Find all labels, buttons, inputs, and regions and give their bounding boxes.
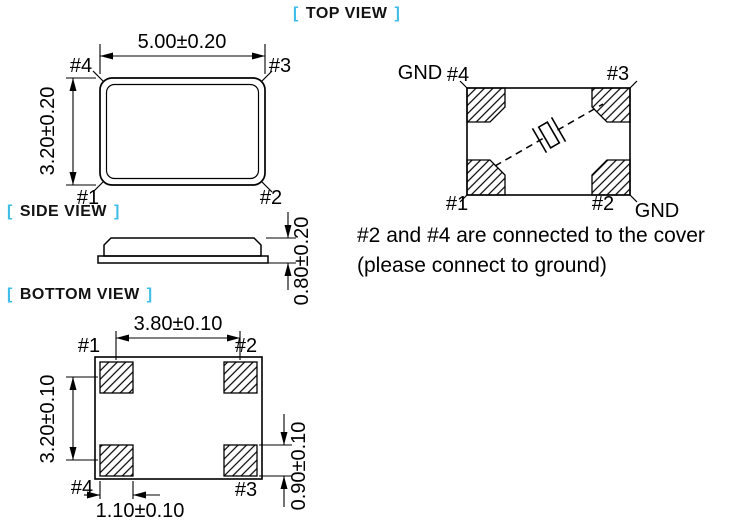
bottom-pad-3 <box>223 444 258 477</box>
side-view-height-dimension-lines <box>266 212 296 290</box>
close-bracket: ] <box>394 5 401 22</box>
bottom-view-pitch-x-dimension-lines <box>115 331 241 360</box>
bottom-view-body-outline <box>94 356 263 480</box>
top-view-corner-ticks <box>92 70 273 193</box>
top-view-body-outline <box>99 77 266 186</box>
open-bracket: [ <box>293 5 299 22</box>
grounding-note: #2 and #4 are connected to the cover (pl… <box>357 221 705 281</box>
top-view-pin-4-label: #4 <box>70 55 92 77</box>
bottom-view-title-text: BOTTOM VIEW <box>19 286 140 303</box>
gnd-top-label: GND <box>398 62 442 84</box>
side-view-base-profile <box>97 255 269 264</box>
bottom-pad-4 <box>99 444 134 477</box>
bottom-view-pitch-y-dimension-lines <box>66 376 98 461</box>
side-view-title-text: SIDE VIEW <box>19 203 108 220</box>
bottom-view-pitch-y-dim-text: 3.20±0.10 <box>37 375 59 464</box>
layout-pin-2-label: #2 <box>592 193 614 215</box>
bottom-view-pad-height-dim-text: 0.90±0.10 <box>288 422 310 511</box>
bottom-view-pad-width-dimension-lines <box>84 481 160 499</box>
bottom-view-pin-3-label: #3 <box>235 479 257 501</box>
bottom-view-pad-height-dimension-lines <box>259 414 292 507</box>
top-view-width-dimension-lines <box>99 44 266 74</box>
layout-pad-1 <box>466 159 506 196</box>
layout-pin-1-label: #1 <box>446 193 468 215</box>
top-view-pin-3-label: #3 <box>269 55 291 77</box>
close-bracket: ] <box>114 203 120 220</box>
pad-layout-corner-ticks <box>459 80 638 203</box>
top-view-width-dim-text: 5.00±0.20 <box>138 31 227 53</box>
top-view-title: [ TOP VIEW ] <box>293 5 400 23</box>
layout-pad-3 <box>591 87 631 123</box>
layout-pin-3-label: #3 <box>607 63 629 85</box>
top-view-cover-seam <box>105 83 260 180</box>
top-view-height-dim-text: 3.20±0.20 <box>37 87 59 176</box>
close-bracket: ] <box>146 286 153 303</box>
open-bracket: [ <box>7 203 13 220</box>
bottom-view-title: [ BOTTOM VIEW ] <box>7 286 153 304</box>
crystal-symbol <box>531 116 567 154</box>
side-view-title: [ SIDE VIEW ] <box>7 203 120 221</box>
side-view-height-dim-text: 0.80±0.20 <box>291 217 313 306</box>
top-view-drawing <box>66 44 273 193</box>
bottom-view-drawing <box>66 331 292 507</box>
layout-pad-2 <box>591 159 631 196</box>
bottom-view-pitch-x-dim-text: 3.80±0.10 <box>134 313 223 335</box>
open-bracket: [ <box>7 286 13 303</box>
layout-pin-4-label: #4 <box>447 64 469 86</box>
pad-layout-outline <box>466 87 631 196</box>
bottom-view-pad-width-dim-text: 1.10±0.10 <box>96 500 185 522</box>
gnd-bottom-label: GND <box>635 200 679 222</box>
top-view-pin-2-label: #2 <box>260 187 282 209</box>
bottom-pad-1 <box>99 361 134 394</box>
bottom-view-pin-1-label: #1 <box>78 335 100 357</box>
pad-connection-drawing <box>459 80 638 203</box>
top-view-height-dimension-lines <box>66 77 96 186</box>
bottom-view-pin-4-label: #4 <box>71 477 93 499</box>
top-view-pin-1-label: #1 <box>77 187 99 209</box>
grounding-note-line1: #2 and #4 are connected to the cover <box>357 224 705 247</box>
bottom-view-pin-2-label: #2 <box>235 335 257 357</box>
top-view-title-text: TOP VIEW <box>305 5 388 22</box>
side-view-drawing <box>97 212 296 290</box>
grounding-note-line2: (please connect to ground) <box>357 254 607 277</box>
side-view-cover-profile <box>103 237 262 257</box>
layout-pad-4 <box>466 87 506 123</box>
bottom-pad-2 <box>223 361 258 394</box>
